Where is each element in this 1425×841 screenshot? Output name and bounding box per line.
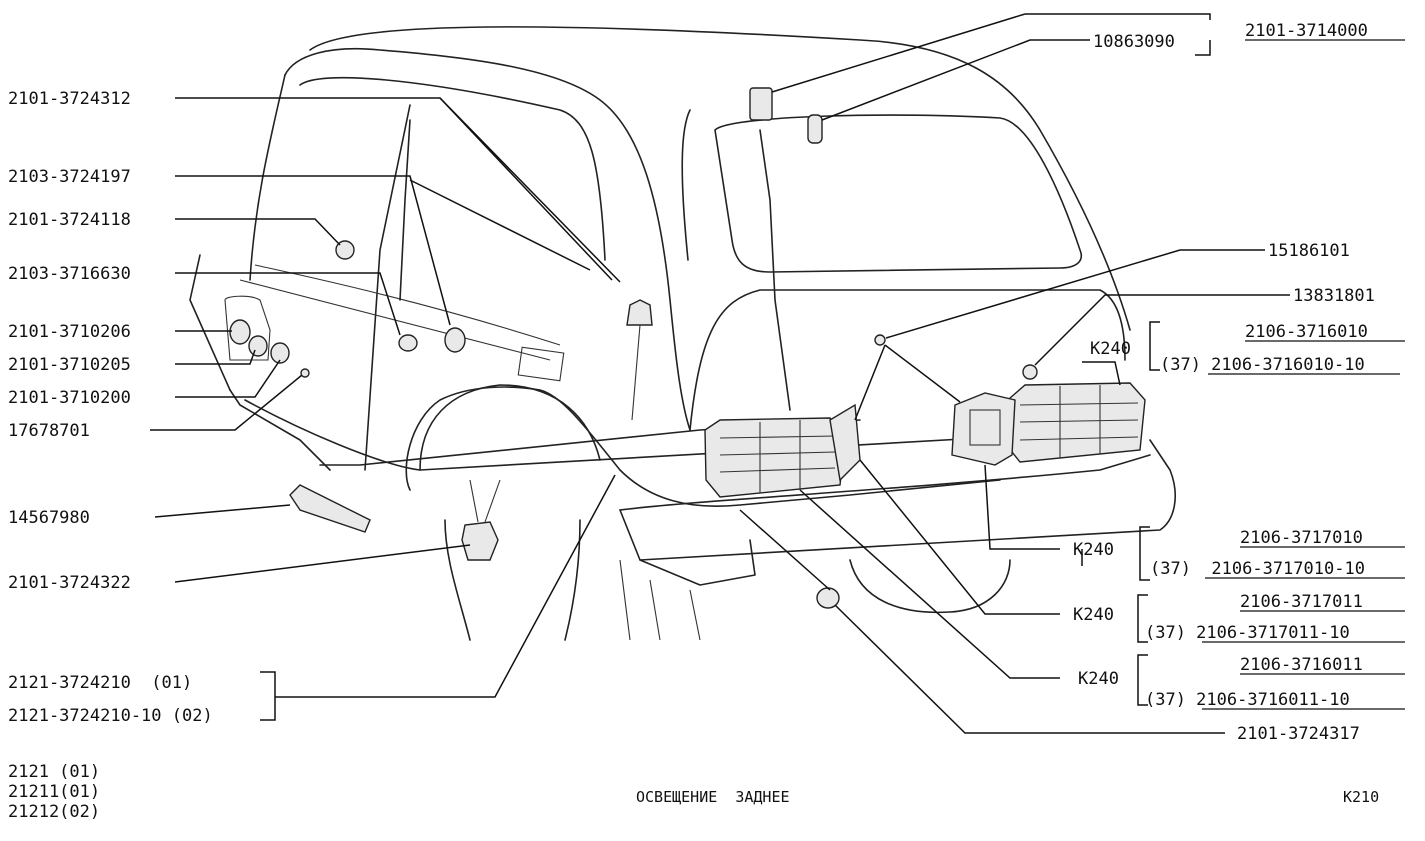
label-2106-3717010-10: (37) 2106-3717010-10 xyxy=(1150,559,1365,579)
lamp-cap xyxy=(626,299,653,326)
model-21212: 21212(02) xyxy=(8,802,100,822)
switch-plug xyxy=(807,114,823,144)
label-2101-3724118: 2101-3724118 xyxy=(8,210,131,230)
label-k240-2: K240 xyxy=(1073,540,1114,560)
page-title: ОСВЕЩЕНИЕ ЗАДНЕЕ xyxy=(636,788,790,806)
label-2121-3724210-10: 2121-3724210-10 (02) xyxy=(8,706,213,726)
label-2106-3716010: 2106-3716010 xyxy=(1245,322,1368,342)
left-labels: 2101-3724312 2103-3724197 2101-3724118 2… xyxy=(8,89,213,726)
components xyxy=(229,87,1146,609)
label-2106-3716011-10: (37) 2106-3716011-10 xyxy=(1145,690,1350,710)
footer: 2121 (01) 21211(01) 21212(02) ОСВЕЩЕНИЕ … xyxy=(8,762,1379,822)
page-code: K210 xyxy=(1343,788,1379,806)
label-2106-3716011: 2106-3716011 xyxy=(1240,655,1363,675)
tail-lamp-right xyxy=(951,382,1146,466)
harness-bracket xyxy=(289,484,371,533)
label-2103-3716630: 2103-3716630 xyxy=(8,264,131,284)
label-15186101: 15186101 xyxy=(1268,241,1350,261)
label-2101-3724322: 2101-3724322 xyxy=(8,573,131,593)
rear-light-switch xyxy=(749,87,773,121)
label-2101-3724317: 2101-3724317 xyxy=(1237,724,1360,744)
label-k240-1: K240 xyxy=(1090,339,1131,359)
label-2106-3717010: 2106-3717010 xyxy=(1240,528,1363,548)
label-2106-3716010-10: (37) 2106-3716010-10 xyxy=(1160,355,1365,375)
tail-lamp-left xyxy=(704,403,861,498)
label-k240-3: K240 xyxy=(1073,605,1114,625)
label-2101-3724312: 2101-3724312 xyxy=(8,89,131,109)
lamp-screw xyxy=(874,334,886,346)
label-2103-3724197: 2103-3724197 xyxy=(8,167,131,187)
model-21211: 21211(01) xyxy=(8,782,100,802)
screw xyxy=(300,368,310,378)
car-body-drawing xyxy=(189,26,1176,641)
side-marker xyxy=(398,334,418,352)
label-2121-3724210: 2121-3724210 (01) xyxy=(8,673,192,693)
label-10863090: 10863090 xyxy=(1093,32,1175,52)
grommet-round xyxy=(335,240,355,260)
lamp-body xyxy=(248,335,268,357)
label-2101-3710205: 2101-3710205 xyxy=(8,355,131,375)
label-17678701: 17678701 xyxy=(8,421,90,441)
grommet xyxy=(444,327,466,353)
leader-lines xyxy=(150,13,1290,734)
lamp-housing xyxy=(270,342,290,364)
label-2101-3710200: 2101-3710200 xyxy=(8,388,131,408)
label-2101-3710206: 2101-3710206 xyxy=(8,322,131,342)
model-2121: 2121 (01) xyxy=(8,762,100,782)
underlines xyxy=(1202,39,1405,710)
right-labels: 2101-3714000 10863090 15186101 13831801 … xyxy=(1073,21,1375,744)
label-2106-3717011-10: (37) 2106-3717011-10 xyxy=(1145,623,1350,643)
label-14567980: 14567980 xyxy=(8,508,90,528)
lamp-nut xyxy=(1022,364,1038,380)
label-2101-3714000: 2101-3714000 xyxy=(1245,21,1368,41)
label-k240-4: K240 xyxy=(1078,669,1119,689)
label-13831801: 13831801 xyxy=(1293,286,1375,306)
harness-clip xyxy=(461,521,499,561)
label-2106-3717011: 2106-3717011 xyxy=(1240,592,1363,612)
lamp-lens xyxy=(229,319,251,345)
